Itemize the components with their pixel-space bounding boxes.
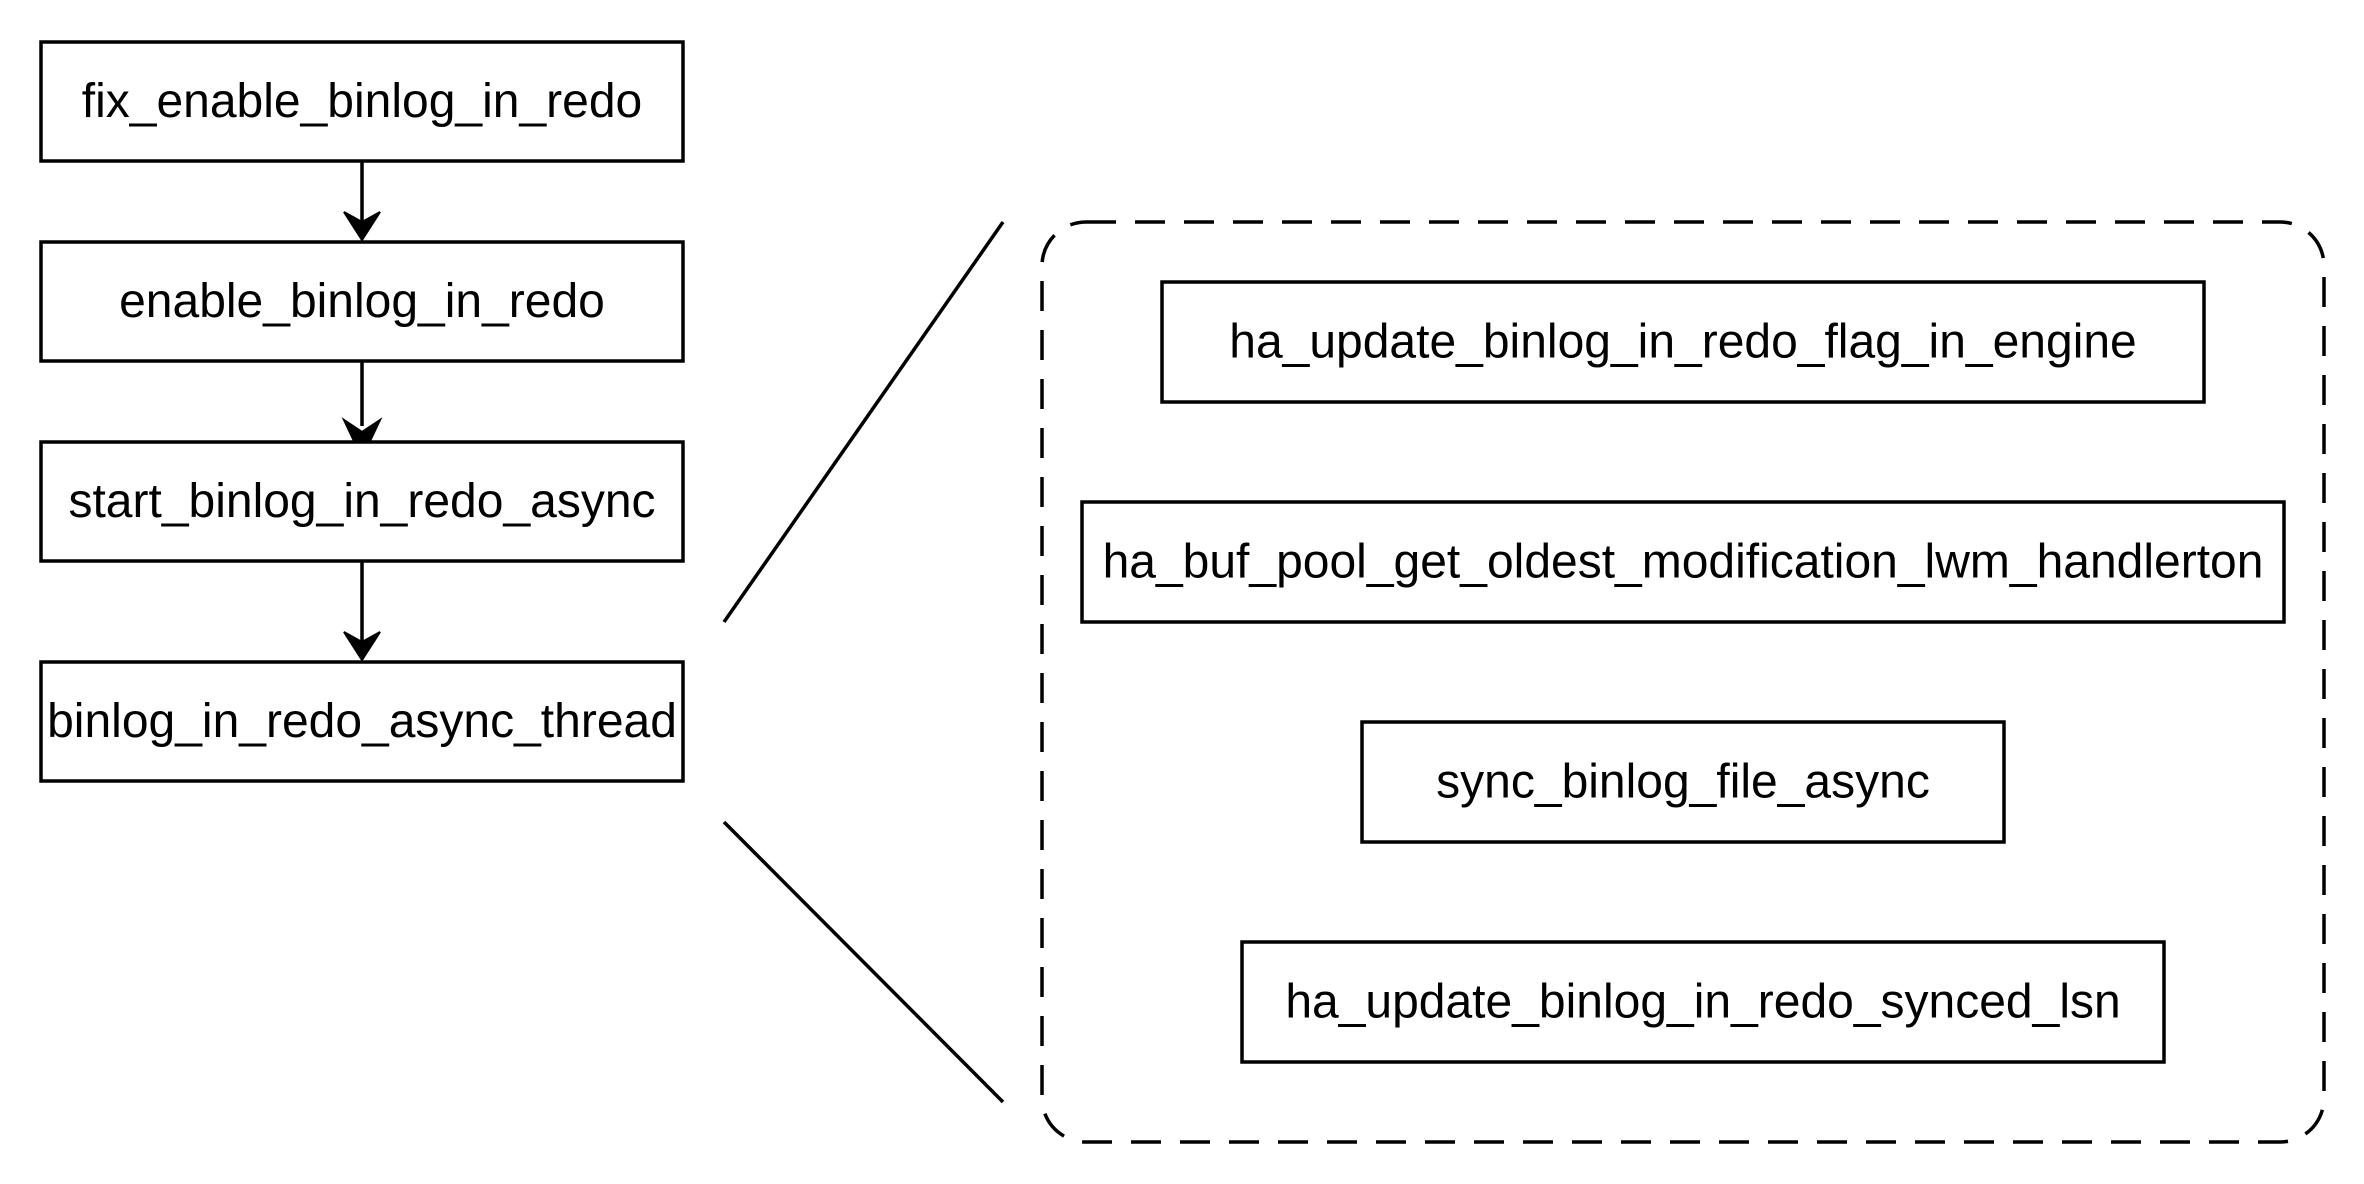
detail-node-ha-update-binlog-in-redo-synced-lsn: ha_update_binlog_in_redo_synced_lsn (1240, 940, 2166, 1064)
detail-node-ha-update-binlog-in-redo-flag-in-engine: ha_update_binlog_in_redo_flag_in_engine (1160, 280, 2206, 404)
detail-node-label: ha_update_binlog_in_redo_flag_in_engine (1229, 316, 2137, 369)
flow-node-start-binlog-in-redo-async: start_binlog_in_redo_async (39, 440, 685, 563)
detail-node-ha-buf-pool-get-oldest-modification-lwm-handlerton: ha_buf_pool_get_oldest_modification_lwm_… (1080, 500, 2286, 624)
detail-node-sync-binlog-file-async: sync_binlog_file_async (1360, 720, 2006, 844)
arrow-1-to-2 (343, 161, 381, 242)
detail-group-border (1040, 220, 2326, 1144)
arrowhead-icon (343, 631, 381, 662)
zoom-line-bottom (722, 820, 1005, 1104)
flow-node-label: start_binlog_in_redo_async (68, 475, 655, 528)
flow-node-label: fix_enable_binlog_in_redo (82, 75, 642, 128)
flow-node-fix-enable-binlog-in-redo: fix_enable_binlog_in_redo (39, 40, 685, 163)
detail-node-label: ha_update_binlog_in_redo_synced_lsn (1285, 976, 2120, 1029)
arrow-3-to-4 (343, 561, 381, 662)
detail-node-label: ha_buf_pool_get_oldest_modification_lwm_… (1103, 536, 2264, 589)
flow-node-label: binlog_in_redo_async_thread (47, 695, 677, 748)
zoom-line-top (722, 220, 1005, 624)
flow-node-label: enable_binlog_in_redo (119, 275, 605, 328)
arrowhead-icon (343, 211, 381, 242)
detail-node-label: sync_binlog_file_async (1436, 756, 1930, 809)
flow-node-binlog-in-redo-async-thread: binlog_in_redo_async_thread (39, 660, 685, 783)
flow-node-enable-binlog-in-redo: enable_binlog_in_redo (39, 240, 685, 363)
